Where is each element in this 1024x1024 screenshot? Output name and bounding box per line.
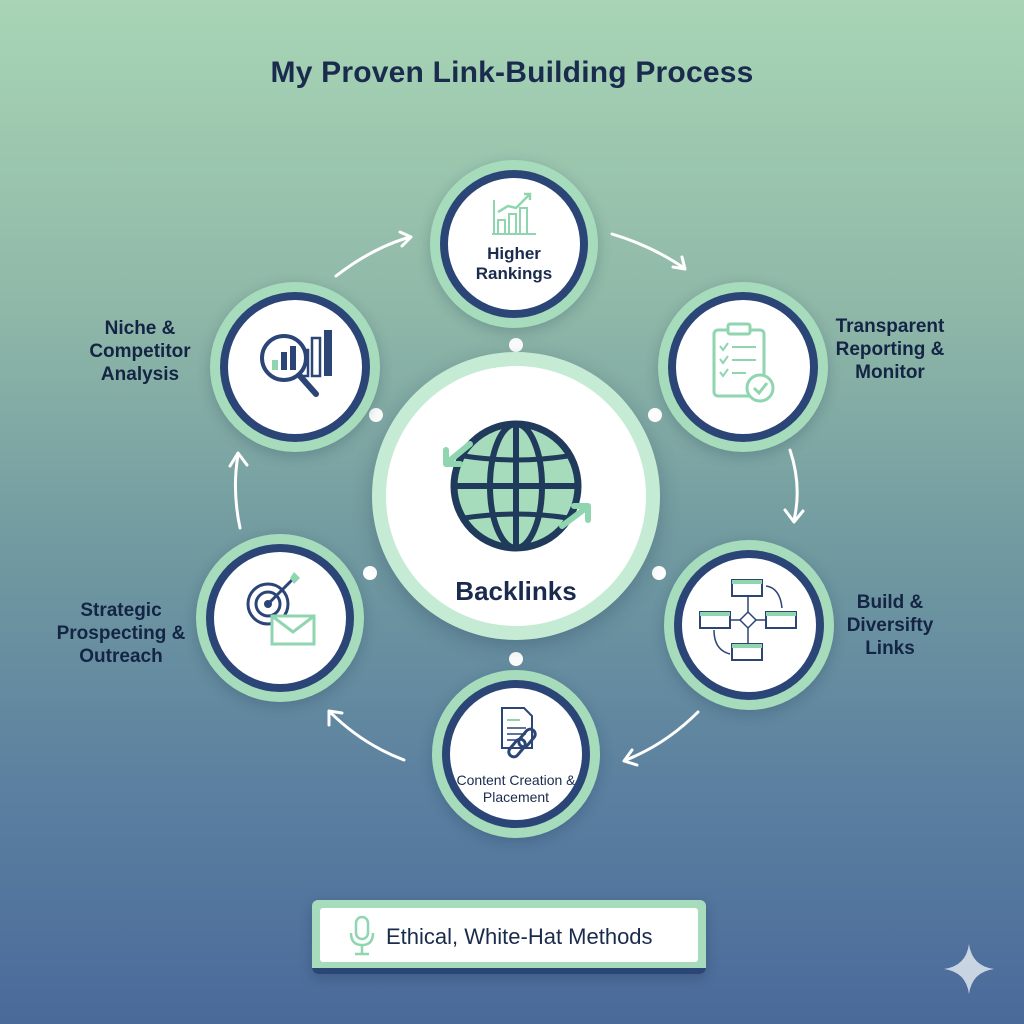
node-build-diversify (664, 540, 834, 710)
connector-dot (652, 566, 666, 580)
label-transparent-reporting: Transparent Reporting & Monitor (835, 316, 945, 383)
arrow-to-niche (233, 453, 242, 530)
connector-dot (509, 338, 523, 352)
center-label: Backlinks (455, 576, 577, 606)
center-hub: Backlinks (372, 352, 660, 640)
label-build-diversify: Build & Diversifty Links (846, 592, 934, 659)
node-niche-analysis (210, 282, 380, 452)
clipboard-check-icon (712, 322, 775, 403)
link-network-icon (699, 579, 797, 661)
node-label: Content Creation & Placement (456, 772, 576, 805)
arrow-to-reporting (610, 232, 686, 270)
bar-chart-growth-icon (492, 192, 536, 235)
footer-label: Ethical, White-Hat Methods (386, 924, 653, 949)
connector-dot (648, 408, 662, 422)
magnifier-chart-icon (260, 330, 332, 397)
label-niche-analysis: Niche & Competitor Analysis (89, 318, 191, 385)
node-label: Higher Rankings (475, 244, 553, 284)
arrow-to-build (788, 448, 799, 522)
connector-dot (509, 652, 523, 666)
globe-icon (443, 420, 591, 552)
arrow-to-content (624, 710, 700, 762)
node-strategic-prospecting (196, 534, 364, 702)
node-transparent-reporting (658, 282, 828, 452)
page-title: My Proven Link-Building Process (270, 56, 754, 89)
connector-dot (369, 408, 383, 422)
target-envelope-icon (246, 572, 316, 646)
node-content-creation: Content Creation & Placement (432, 670, 600, 838)
label-strategic-prospecting: Strategic Prospecting & Outreach (56, 600, 186, 667)
arrow-to-higher-rankings (334, 235, 412, 278)
arrow-to-prospecting (328, 710, 406, 762)
document-link-icon (501, 707, 537, 759)
node-higher-rankings: Higher Rankings (430, 160, 598, 328)
footer-badge: Ethical, White-Hat Methods (312, 900, 706, 974)
sparkle-icon (944, 944, 994, 994)
connector-dot (363, 566, 377, 580)
microphone-icon (349, 915, 375, 956)
